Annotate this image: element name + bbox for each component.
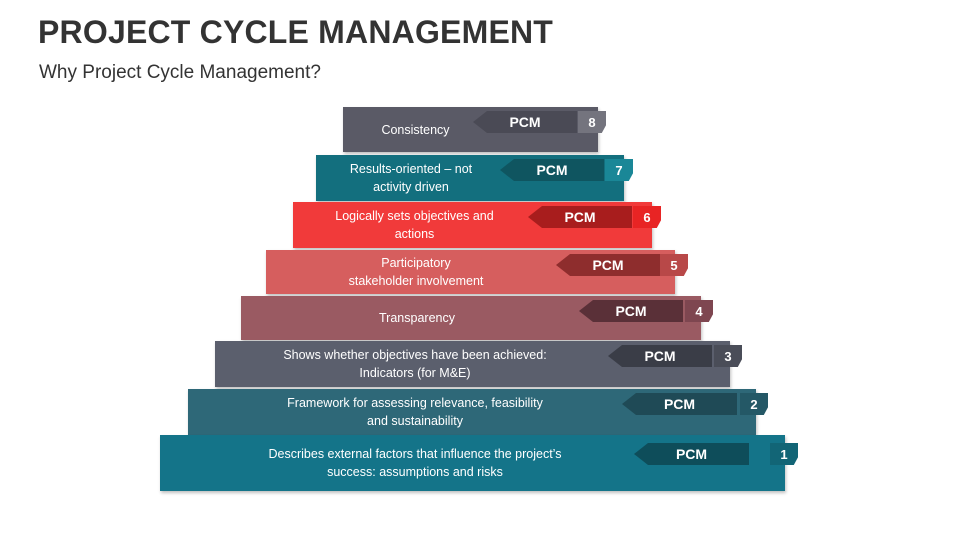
step-number-badge: 6 bbox=[633, 206, 661, 228]
step-label: Describes external factors that influenc… bbox=[268, 447, 562, 479]
pcm-tag: PCM bbox=[622, 393, 737, 415]
step-number-badge: 8 bbox=[578, 111, 606, 133]
pyramid-step-3: Shows whether objectives have been achie… bbox=[215, 341, 742, 387]
pyramid-step-6: Logically sets objectives and actions PCM… bbox=[293, 202, 661, 248]
step-label: Logically sets objectives and actions bbox=[335, 209, 494, 241]
step-label: Results-oriented – not activity driven bbox=[349, 162, 473, 194]
step-label: Transparency bbox=[379, 311, 455, 325]
step-number-badge: 5 bbox=[660, 254, 688, 276]
pyramid-step-2: Framework for assessing relevance, feasi… bbox=[188, 389, 768, 435]
step-number-badge: 7 bbox=[605, 159, 633, 181]
pyramid-step-7: Results-oriented – not activity driven PC… bbox=[316, 155, 633, 201]
step-label: Framework for assessing relevance, feasi… bbox=[287, 396, 543, 428]
step-number-badge: 2 bbox=[740, 393, 768, 415]
page-title: PROJECT CYCLE MANAGEMENT bbox=[38, 14, 554, 50]
pyramid-step-1: Describes external factors that influenc… bbox=[160, 435, 798, 491]
page-subtitle: Why Project Cycle Management? bbox=[39, 62, 321, 83]
pcm-tag: PCM bbox=[579, 300, 683, 322]
pcm-tag: PCM bbox=[556, 254, 660, 276]
step-number-badge: 1 bbox=[770, 443, 798, 465]
pcm-tag: PCM bbox=[634, 443, 749, 465]
step-label: Consistency bbox=[381, 122, 450, 137]
step-label: Participatory stakeholder involvement bbox=[348, 256, 484, 288]
step-number-badge: 3 bbox=[714, 345, 742, 367]
pcm-tag: PCM bbox=[473, 111, 577, 133]
pcm-tag: PCM bbox=[608, 345, 712, 367]
step-label: Shows whether objectives have been achie… bbox=[283, 348, 547, 380]
pyramid-step-5: Participatory stakeholder involvement PCM… bbox=[266, 250, 688, 294]
pcm-tag: PCM bbox=[528, 206, 632, 228]
step-number-badge: 4 bbox=[685, 300, 713, 322]
pcm-tag: PCM bbox=[500, 159, 604, 181]
